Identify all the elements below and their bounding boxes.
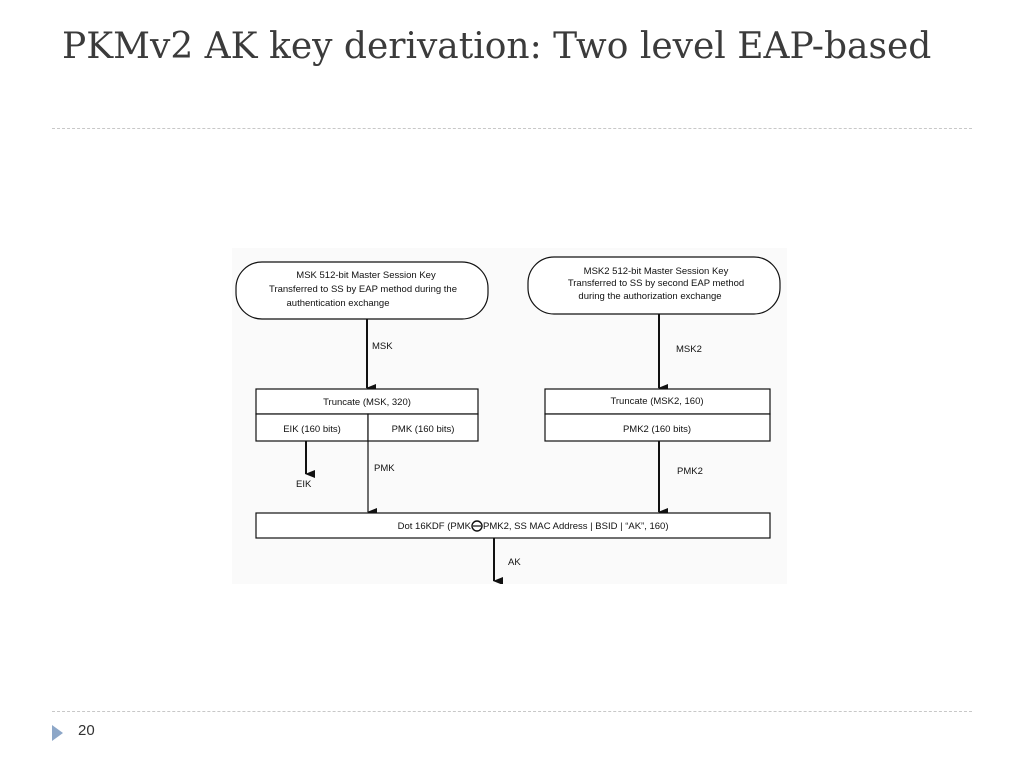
truncate-msk-cell (255, 388, 479, 415)
truncate-msk-label: Truncate (MSK, 320) (323, 397, 411, 408)
pmk-cell-label: PMK (160 bits) (392, 424, 455, 435)
msk-arrow-label: MSK (372, 341, 393, 352)
pmk2-cell-label: PMK2 (160 bits) (623, 424, 691, 435)
msk-box (235, 261, 489, 320)
page-number: 20 (78, 722, 95, 739)
pmk2-arrow-label: PMK2 (677, 466, 703, 477)
key-derivation-diagram: MSK 512-bit Master Session Key Transferr… (232, 248, 787, 584)
pmk-cell (367, 413, 479, 442)
msk-box-line2: Transferred to SS by EAP method during t… (269, 284, 457, 295)
footer-divider (52, 711, 972, 712)
footer-triangle-icon (52, 725, 63, 741)
ak-arrow-label: AK (508, 557, 521, 568)
msk-box-line1: MSK 512-bit Master Session Key (296, 270, 436, 281)
truncate-msk2-cell (544, 388, 771, 415)
slide-title: PKMv2 AK key derivation: Two level EAP-b… (62, 26, 932, 67)
msk2-box-line3: during the authorization exchange (578, 291, 721, 302)
msk2-box (527, 256, 781, 315)
eik-arrow-label: EIK (296, 479, 312, 490)
eik-cell-label: EIK (160 bits) (283, 424, 341, 435)
kdf-box (255, 512, 771, 539)
kdf-label-right: PMK2, SS MAC Address | BSID | “AK”, 160) (483, 521, 669, 532)
msk2-box-line2: Transferred to SS by second EAP method (568, 278, 744, 289)
truncate-msk2-label: Truncate (MSK2, 160) (610, 396, 703, 407)
pmk-arrow-label: PMK (374, 463, 395, 474)
pmk2-cell (544, 413, 771, 442)
msk2-box-line1: MSK2 512-bit Master Session Key (584, 266, 729, 277)
eik-cell (255, 413, 369, 442)
msk2-arrow-label: MSK2 (676, 344, 702, 355)
title-divider (52, 128, 972, 129)
kdf-label-left: Dot 16KDF (PMK (398, 521, 472, 532)
key-derivation-svg: MSK 512-bit Master Session Key Transferr… (235, 256, 781, 584)
msk-box-line3: authentication exchange (287, 298, 390, 309)
